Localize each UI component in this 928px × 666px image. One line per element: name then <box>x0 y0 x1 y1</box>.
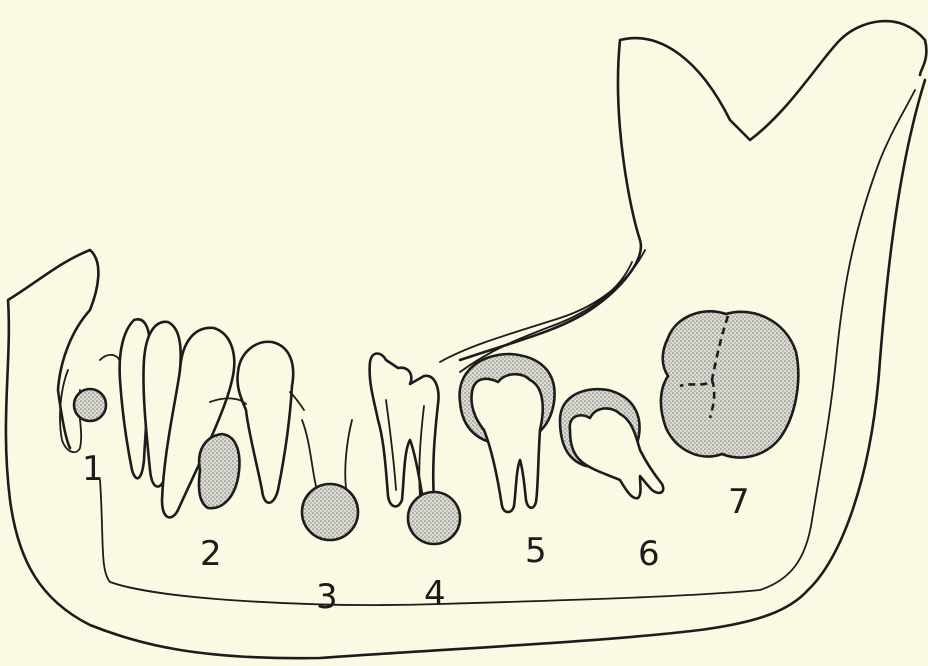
lesion-2 <box>199 434 239 508</box>
label-4: 4 <box>424 577 446 611</box>
label-3: 3 <box>316 580 338 614</box>
label-7: 7 <box>728 485 750 519</box>
carious-molar <box>370 354 439 507</box>
label-6: 6 <box>638 537 660 571</box>
premolar <box>237 342 293 503</box>
molar-5 <box>472 374 543 512</box>
label-1: 1 <box>82 452 104 486</box>
lesion-1 <box>74 389 106 421</box>
molar-6 <box>570 408 663 498</box>
lesion-3 <box>302 484 358 540</box>
label-2: 2 <box>200 537 222 571</box>
ramus-inner-line-2 <box>460 262 632 372</box>
label-5: 5 <box>525 534 547 568</box>
socket-3 <box>302 420 352 488</box>
ramus-inner-line <box>440 250 645 362</box>
lesion-4 <box>408 492 460 544</box>
